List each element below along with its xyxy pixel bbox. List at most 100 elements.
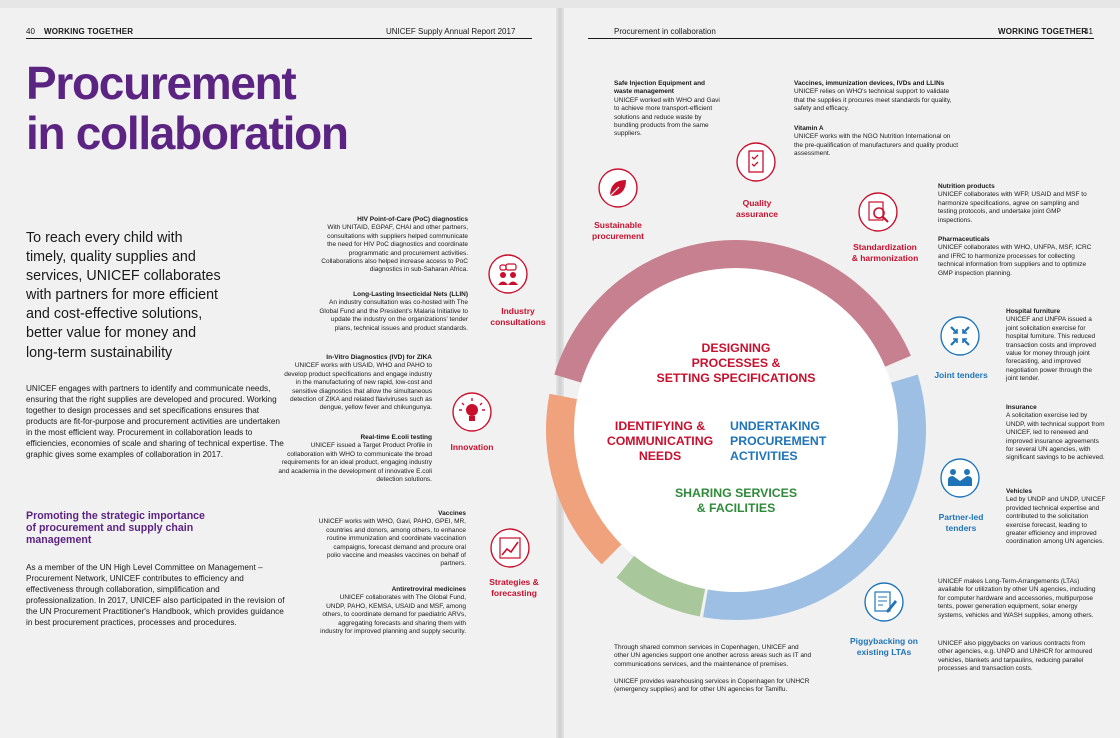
block-text: UNICEF works with WHO, Gavi, PAHO, GPEI,… bbox=[318, 518, 466, 568]
page-title: Procurement in collaboration bbox=[26, 57, 349, 159]
label-sharing: SHARING SERVICES & FACILITIES bbox=[656, 486, 816, 516]
header-rule-right bbox=[588, 38, 1094, 39]
label-line: & harmonization bbox=[851, 252, 919, 263]
shared-services-block-1: Through shared common services in Copenh… bbox=[614, 644, 812, 668]
page-number-left: 40 bbox=[26, 27, 35, 36]
document-pen-icon bbox=[864, 582, 904, 622]
block-heading: Pharmaceuticals bbox=[938, 236, 990, 243]
page-fold bbox=[556, 8, 564, 738]
nutrition-block: Nutrition products UNICEF collaborates w… bbox=[938, 183, 1092, 225]
subheading-line: Promoting the strategic importance bbox=[26, 510, 205, 522]
magnifier-document-icon bbox=[858, 192, 898, 232]
people-talking-icon bbox=[488, 254, 528, 294]
insurance-block: Insurance A solicitation exercise led by… bbox=[1006, 404, 1106, 463]
vaccines-block: Vaccines UNICEF works with WHO, Gavi, PA… bbox=[318, 510, 466, 569]
label-line: & FACILITIES bbox=[696, 501, 776, 515]
intro-line: better value for money and bbox=[26, 325, 197, 342]
line-chart-icon bbox=[490, 528, 530, 568]
header-rule-left bbox=[26, 38, 532, 39]
block-text: An industry consultation was co-hosted w… bbox=[319, 299, 468, 332]
label-line: SETTING SPECIFICATIONS bbox=[656, 371, 816, 385]
llin-block: Long-Lasting Insecticidal Nets (LLIN) An… bbox=[316, 291, 468, 333]
block-heading: Real-time E.coli testing bbox=[360, 434, 432, 441]
title-line-2: in collaboration bbox=[26, 107, 349, 159]
intro-line: with partners for more efficient bbox=[26, 287, 219, 304]
label-designing: DESIGNING PROCESSES & SETTING SPECIFICAT… bbox=[656, 341, 816, 386]
checklist-icon bbox=[736, 142, 776, 182]
lightbulb-icon bbox=[452, 392, 492, 432]
label-line: Standardization bbox=[853, 242, 917, 252]
label-line: assurance bbox=[735, 208, 779, 219]
title-line-1: Procurement bbox=[26, 57, 297, 109]
block-heading: In-Vitro Diagnostics (IVD) for ZIKA bbox=[326, 354, 432, 361]
block-heading: Safe Injection Equipment and waste manag… bbox=[614, 80, 706, 96]
intro-line: timely, quality supplies and bbox=[26, 249, 196, 266]
arv-block: Antiretroviral medicines UNICEF collabor… bbox=[320, 586, 466, 636]
label-identifying: IDENTIFYING & COMMUNICATING NEEDS bbox=[596, 419, 724, 464]
block-heading: Vitamin A bbox=[794, 125, 824, 132]
block-heading: Nutrition products bbox=[938, 183, 995, 190]
lta-block-1: UNICEF makes Long-Term-Arrangements (LTA… bbox=[938, 578, 1096, 619]
zika-block: In-Vitro Diagnostics (IVD) for ZIKA UNIC… bbox=[284, 354, 432, 413]
label-line: COMMUNICATING bbox=[606, 434, 714, 448]
page-number-right: 41 bbox=[1084, 27, 1093, 36]
topic-label-right: Procurement in collaboration bbox=[614, 27, 716, 36]
block-text: A solicitation exercise led by UNDP, wit… bbox=[1006, 412, 1105, 462]
standardization-label: Standardization& harmonization bbox=[840, 242, 930, 263]
label-line: PROCUREMENT bbox=[730, 434, 827, 448]
innovation-label: Innovation bbox=[434, 442, 510, 453]
block-text: UNICEF and UNFPA issued a joint solicita… bbox=[1006, 316, 1096, 383]
block-text: UNICEF works with USAID, WHO and PAHO to… bbox=[284, 362, 432, 412]
block-heading: Hospital furniture bbox=[1006, 308, 1061, 315]
label-line: Industry bbox=[501, 306, 535, 316]
block-heading: Vaccines bbox=[438, 510, 466, 517]
label-line: forecasting bbox=[491, 587, 537, 598]
label-line: SHARING SERVICES bbox=[674, 486, 798, 500]
label-line: Partner-led bbox=[938, 512, 984, 522]
block-text: UNICEF collaborates with The Global Fund… bbox=[320, 594, 466, 636]
block-heading: Antiretroviral medicines bbox=[391, 586, 466, 593]
leaf-icon bbox=[598, 168, 638, 208]
block-text: UNICEF collaborates with WHO, UNFPA, MSF… bbox=[938, 244, 1092, 277]
intro-line: services, UNICEF collaborates bbox=[26, 268, 221, 285]
label-line: procurement bbox=[592, 230, 644, 241]
label-line: Innovation bbox=[450, 442, 494, 452]
label-line: Sustainable bbox=[594, 220, 642, 230]
subheading: Promoting the strategic importance of pr… bbox=[26, 510, 286, 547]
handshake-icon bbox=[940, 458, 980, 498]
section-label-right: WORKING TOGETHER bbox=[998, 27, 1088, 36]
label-line: ACTIVITIES bbox=[730, 449, 798, 463]
label-line: consultations bbox=[490, 316, 546, 327]
body-paragraph-1: UNICEF engages with partners to identify… bbox=[26, 384, 284, 459]
label-line: tenders bbox=[945, 522, 977, 533]
block-text: Led by UNDP and UNDP, UNICEF provided te… bbox=[1006, 496, 1106, 546]
vitamin-a-block: Vitamin A UNICEF works with the NGO Nutr… bbox=[794, 125, 960, 159]
report-title: UNICEF Supply Annual Report 2017 bbox=[386, 27, 516, 36]
label-line: Joint tenders bbox=[934, 370, 988, 380]
label-line: Strategies & bbox=[489, 577, 539, 587]
subheading-line: management bbox=[26, 534, 92, 547]
block-text: UNICEF worked with WHO and Gavi to achie… bbox=[614, 96, 720, 138]
joint-tenders-label: Joint tenders bbox=[926, 370, 996, 381]
label-line: Quality bbox=[742, 198, 772, 208]
label-line: Piggybacking on bbox=[849, 636, 918, 646]
intro-line: and cost-effective solutions, bbox=[26, 306, 203, 323]
block-text: UNICEF issued a Target Product Profile i… bbox=[278, 442, 432, 484]
arrows-converge-icon bbox=[940, 316, 980, 356]
ecoli-block: Real-time E.coli testing UNICEF issued a… bbox=[276, 434, 432, 484]
shared-services-block-2: UNICEF provides warehousing services in … bbox=[614, 678, 810, 694]
block-text: UNICEF collaborates with WFP, USAID and … bbox=[938, 191, 1087, 224]
left-page bbox=[0, 8, 560, 738]
strategies-label: Strategies &forecasting bbox=[476, 577, 552, 598]
block-text: UNICEF works with the NGO Nutrition Inte… bbox=[794, 133, 959, 158]
block-heading: Vaccines, immunization devices, IVDs and… bbox=[794, 80, 945, 87]
intro-line: To reach every child with bbox=[26, 230, 183, 246]
pharma-block: Pharmaceuticals UNICEF collaborates with… bbox=[938, 236, 1092, 278]
block-text: UNICEF relies on WHO's technical support… bbox=[794, 88, 952, 113]
section-label-left: WORKING TOGETHER bbox=[44, 27, 134, 36]
